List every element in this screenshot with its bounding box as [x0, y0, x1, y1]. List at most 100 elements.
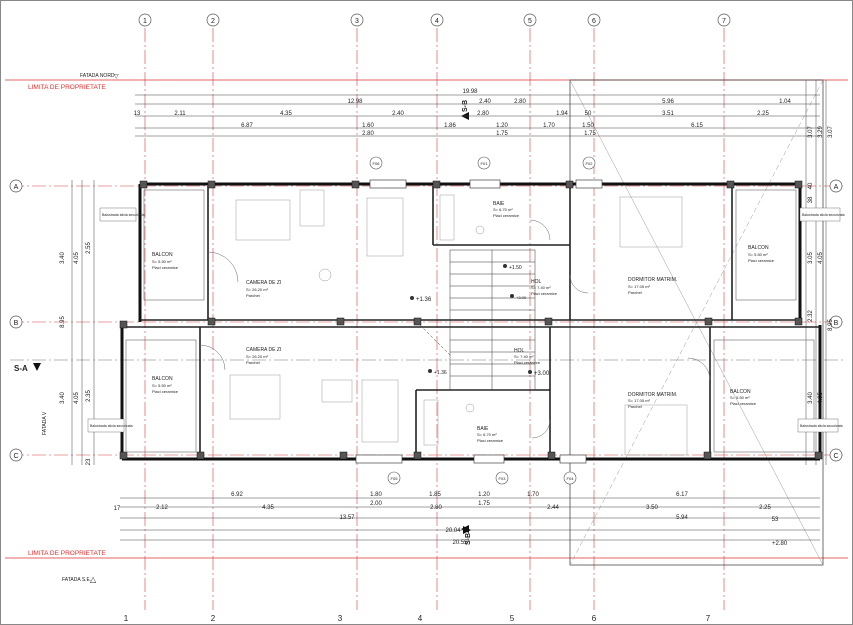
structural-columns [119, 180, 823, 460]
svg-text:4.35: 4.35 [280, 111, 292, 117]
svg-text:S= 26.20 m²: S= 26.20 m² [246, 287, 269, 292]
svg-text:+1.36: +1.36 [416, 297, 432, 303]
svg-text:2.80: 2.80 [514, 99, 526, 105]
svg-text:50: 50 [585, 111, 592, 117]
svg-text:23: 23 [86, 458, 92, 465]
svg-text:Placi ceramice: Placi ceramice [493, 213, 520, 218]
svg-text:+1.36: +1.36 [434, 370, 447, 376]
svg-text:HOL: HOL [531, 279, 542, 285]
svg-text:13: 13 [134, 111, 141, 117]
dimension-lines-right [805, 80, 827, 465]
facade-south-icon: △ [90, 575, 97, 584]
svg-text:DORMITOR MATRIM.: DORMITOR MATRIM. [628, 277, 677, 283]
grid-label-3-top: 3 [355, 18, 359, 25]
grid-label-3-bottom: 3 [338, 614, 343, 623]
svg-text:S= 5.50 m²: S= 5.50 m² [730, 395, 750, 400]
section-a-label: S-A [14, 364, 28, 373]
window-tag-f02: F02 [586, 161, 594, 166]
svg-text:1.70: 1.70 [527, 492, 539, 498]
svg-text:2.80: 2.80 [362, 131, 374, 137]
property-limit-top-label: LIMITA DE PROPRIETATE [28, 84, 106, 91]
window-tag-f04: F04 [567, 476, 575, 481]
svg-text:+1.50: +1.50 [509, 265, 522, 271]
dim-left: 3.40 4.05 2.55 8.95 3.40 4.05 2.35 23 [60, 242, 92, 466]
facade-north-label: FATADA NORD [80, 73, 115, 79]
svg-text:20.04: 20.04 [445, 528, 461, 534]
svg-text:2.80: 2.80 [430, 505, 442, 511]
facade-south-label: FATADA S.E. [62, 577, 91, 583]
svg-text:8.95: 8.95 [60, 316, 66, 328]
balcony-railings [125, 189, 815, 453]
svg-text:2.40: 2.40 [479, 99, 491, 105]
room-label-camera-de-zi-2: CAMERA DE ZI S= 26.20 m² Parchet [246, 347, 281, 365]
terrace-outline [569, 79, 824, 566]
window-tag-f01: F01 [481, 161, 489, 166]
svg-text:13.57: 13.57 [339, 515, 355, 521]
dim-bottom-row2: 17 2.12 4.35 2.00 2.80 1.75 2.44 3.50 2.… [114, 501, 772, 512]
svg-text:3.07: 3.07 [828, 126, 834, 138]
svg-text:1.75: 1.75 [478, 501, 490, 507]
svg-text:HOL: HOL [514, 348, 525, 354]
svg-text:S= 5.50 m²: S= 5.50 m² [152, 259, 172, 264]
svg-text:S= 6.70 m²: S= 6.70 m² [493, 207, 513, 212]
room-label-dormitor-2: DORMITOR MATRIM. S= 17.05 m² Parchet [628, 392, 677, 409]
svg-text:+3.00: +3.00 [516, 295, 527, 300]
section-b-label-top: S-B [462, 100, 469, 112]
svg-text:53: 53 [772, 517, 779, 523]
dim-bottom-row1: 6.92 1.80 1.85 1.20 1.70 6.17 [231, 492, 688, 498]
svg-text:1.50: 1.50 [582, 123, 594, 129]
grid-label-2-bottom: 2 [211, 614, 216, 623]
balustrade-note-1: Balustrada sticla securizata [102, 213, 145, 217]
room-label-camera-de-zi-1: CAMERA DE ZI S= 26.20 m² Parchet [246, 280, 281, 298]
room-label-balcon-2: BALCON S= 5.50 m² Placi ceramice [748, 245, 775, 263]
svg-text:3.40: 3.40 [60, 252, 66, 264]
grid-label-5-top: 5 [528, 18, 532, 25]
svg-text:Parchet: Parchet [628, 404, 643, 409]
room-label-balcon-3: BALCON S= 5.50 m² Placi ceramice [152, 376, 179, 394]
svg-text:1.60: 1.60 [362, 123, 374, 129]
svg-text:BALCON: BALCON [730, 389, 751, 395]
interior-walls [122, 186, 820, 459]
balustrade-note-3: Balustrada sticla securizata [90, 424, 133, 428]
svg-text:1.86: 1.86 [444, 123, 456, 129]
svg-text:20.55: 20.55 [452, 540, 468, 546]
svg-text:BALCON: BALCON [152, 376, 173, 382]
svg-text:4.05: 4.05 [818, 252, 824, 264]
svg-text:1.94: 1.94 [556, 111, 568, 117]
window-tag-f06: F06 [373, 161, 381, 166]
dim-top-overall: 19.98 [462, 89, 478, 95]
svg-text:2.12: 2.12 [156, 505, 168, 511]
svg-text:CAMERA DE ZI: CAMERA DE ZI [246, 280, 281, 286]
svg-text:S= 5.50 m²: S= 5.50 m² [152, 383, 172, 388]
window-tag-f05: F05 [391, 476, 399, 481]
grid-label-C-right: C [833, 453, 838, 460]
svg-text:4.05: 4.05 [74, 392, 80, 404]
svg-text:DORMITOR MATRIM.: DORMITOR MATRIM. [628, 392, 677, 398]
svg-text:1.75: 1.75 [496, 131, 508, 137]
furniture [229, 189, 688, 456]
svg-text:2.40: 2.40 [392, 111, 404, 117]
svg-text:1.04: 1.04 [779, 99, 791, 105]
balustrade-note-2: Balustrada sticla securizata [802, 213, 845, 217]
section-a-arrow-icon [33, 363, 41, 371]
grid-label-B-left: B [14, 320, 19, 327]
room-label-balcon-4: BALCON S= 5.50 m² Placi ceramice [730, 389, 757, 406]
svg-text:Parchet: Parchet [246, 293, 261, 298]
svg-text:12.98: 12.98 [347, 99, 363, 105]
svg-text:BAIE: BAIE [493, 201, 505, 207]
room-label-dormitor-1: DORMITOR MATRIM. S= 17.05 m² Parchet [628, 277, 677, 295]
grid-label-6-top: 6 [592, 18, 596, 25]
svg-text:1.20: 1.20 [496, 123, 508, 129]
grid-label-C-left: C [13, 453, 18, 460]
svg-text:6.17: 6.17 [676, 492, 688, 498]
svg-text:Placi ceramice: Placi ceramice [514, 360, 541, 365]
facade-v-label: FATADA V [42, 411, 48, 435]
svg-text:2.11: 2.11 [174, 111, 186, 117]
grid-label-5-bottom: 5 [510, 614, 515, 623]
svg-text:BALCON: BALCON [748, 245, 769, 251]
svg-text:1.80: 1.80 [370, 492, 382, 498]
svg-text:4.05: 4.05 [74, 252, 80, 264]
balustrade-note-4: Balustrada sticla securizata [800, 424, 843, 428]
svg-text:2.44: 2.44 [547, 505, 559, 511]
